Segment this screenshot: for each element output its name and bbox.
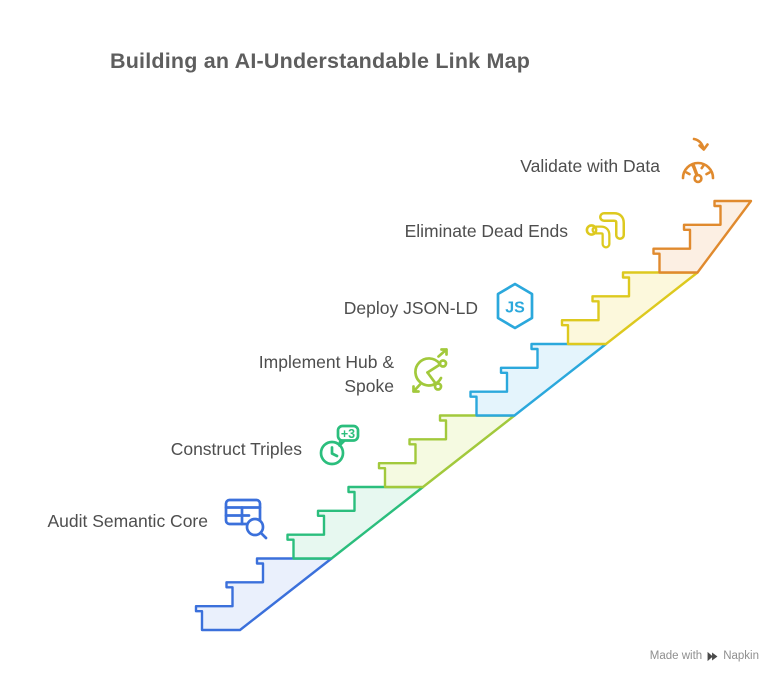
json-hexagon-icon: JS	[492, 281, 538, 336]
watermark-brand: Napkin	[723, 650, 759, 662]
gauge-icon	[674, 136, 722, 197]
clock-plus-icon: +3	[316, 422, 364, 477]
step-row-construct: Construct Triples +3	[171, 422, 364, 477]
step-label: Implement Hub & Spoke	[258, 352, 394, 396]
stair-segment-5	[652, 199, 753, 274]
napkin-watermark: Made with Napkin	[650, 650, 759, 662]
table-search-icon	[222, 493, 272, 550]
step-label: Validate with Data	[520, 155, 660, 176]
step-row-implement: Implement Hub & Spoke	[232, 346, 458, 403]
watermark-prefix: Made with	[649, 650, 703, 662]
hub-spoke-icon	[408, 346, 458, 403]
napkin-logo-icon	[707, 651, 718, 661]
step-label: Eliminate Dead Ends	[404, 220, 568, 241]
step-label: Deploy JSON-LD	[343, 297, 478, 318]
stair-segment-3	[469, 342, 608, 417]
badge-text: +3	[341, 427, 355, 441]
step-row-validate: Validate with Data	[520, 136, 722, 197]
step-label: Audit Semantic Core	[47, 510, 209, 531]
stair-segment-0	[194, 557, 333, 632]
step-label: Construct Triples	[170, 438, 302, 459]
hexagon-js-text: JS	[505, 300, 525, 317]
stair-segment-4	[560, 271, 699, 346]
step-row-deploy: Deploy JSON-LD JS	[344, 281, 538, 336]
dead-end-pipes-icon	[582, 204, 630, 259]
stair-segment-2	[377, 414, 516, 489]
step-row-audit: Audit Semantic Core	[48, 493, 273, 550]
stair-segment-1	[286, 485, 425, 560]
page-title: Building an AI-Understandable Link Map	[110, 49, 531, 73]
step-row-eliminate: Eliminate Dead Ends	[405, 204, 630, 259]
